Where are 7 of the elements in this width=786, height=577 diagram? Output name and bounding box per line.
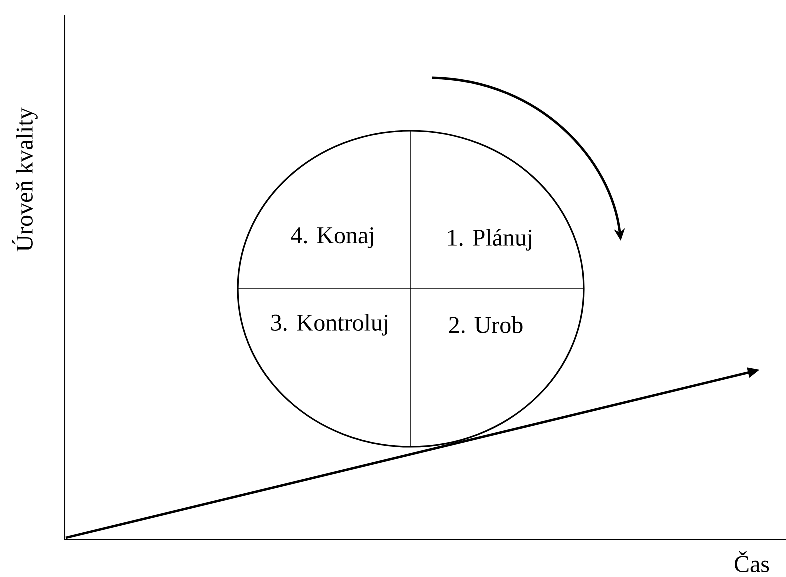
axis-label: Úroveň kvality <box>12 108 38 252</box>
wheel-circle <box>237 130 585 448</box>
quadrant-label: 1. Plánuj <box>448 229 532 251</box>
quadrant-label: 4. Konaj <box>291 228 374 248</box>
axis-label: Čas <box>735 552 770 572</box>
quadrant-label: 2. Urob <box>449 316 523 334</box>
quadrant-label: 3. Kontroluj <box>272 314 388 336</box>
